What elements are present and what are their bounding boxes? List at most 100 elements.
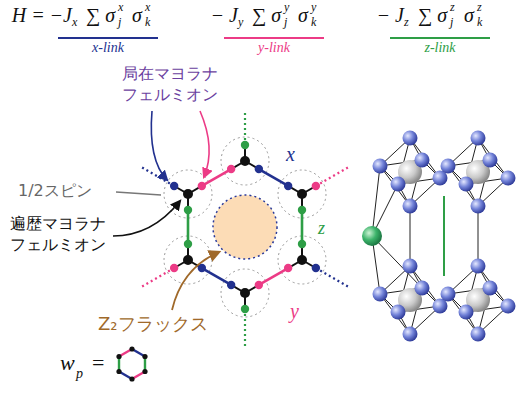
subscript: y: [238, 16, 243, 30]
superscript: x: [145, 1, 150, 15]
link-label: y-link: [258, 40, 290, 56]
itinerant-majorana: [240, 156, 250, 166]
x-underline: [58, 37, 158, 39]
leader-arrow: [151, 111, 167, 180]
localized-majorana: [298, 240, 306, 248]
icon-site: [116, 369, 121, 374]
ligand-ion: [403, 199, 418, 214]
superscript: z: [477, 1, 482, 15]
subscript: j: [118, 16, 121, 30]
leader-arrow: [200, 111, 209, 177]
z2-flux-disc: [213, 195, 277, 259]
formula-term: σ: [298, 4, 308, 27]
outer-bond: [244, 309, 246, 349]
itinerant-majorana: [183, 255, 193, 265]
subscript: j: [450, 16, 453, 30]
outer-bond: [244, 112, 246, 145]
bond: [301, 210, 304, 244]
formula-term: ∑ σ: [418, 4, 447, 27]
itinerant-majorana: [297, 189, 307, 199]
subscript: x: [72, 16, 77, 30]
formula-term: σ: [132, 4, 142, 27]
outer-bond: [316, 268, 351, 288]
formula-term: ∑ σ: [86, 4, 115, 27]
spin-circle: [221, 137, 269, 185]
spin-circle: [221, 269, 269, 317]
subscript: j: [284, 16, 287, 30]
localized-majorana: [198, 182, 206, 190]
bond: [259, 169, 288, 186]
ligand-ion: [471, 131, 486, 146]
formula-term: H = −J: [12, 4, 72, 27]
bond-label: y: [290, 300, 299, 323]
formula-term: σ: [464, 4, 474, 27]
lattice-edge: [372, 236, 422, 288]
ligand-ion: [403, 259, 418, 274]
localized-majorana: [227, 165, 235, 173]
spin-circle: [278, 236, 326, 284]
formula-term: − J: [211, 4, 238, 27]
icon-site: [142, 354, 147, 359]
formula-term: w: [60, 350, 75, 375]
ligand-ion: [459, 177, 474, 192]
subscript: p: [76, 366, 83, 382]
localized-majorana: [255, 165, 263, 173]
leader-arrow: [172, 252, 219, 310]
ligand-ion: [391, 177, 406, 192]
callout-label: 遍歴マヨラナ フェルミオン: [6, 214, 110, 256]
leader-arrow: [113, 201, 180, 236]
bond-label: z: [318, 218, 325, 239]
localized-majorana: [184, 206, 192, 214]
superscript: y: [284, 1, 289, 15]
bond: [187, 210, 190, 244]
localized-majorana: [298, 206, 306, 214]
outer-bond: [140, 166, 175, 186]
z-underline: [390, 37, 490, 39]
ligand-ion: [373, 159, 388, 174]
subscript: k: [311, 16, 316, 30]
icon-site: [116, 354, 121, 359]
plaquette-icon: [116, 346, 147, 381]
localized-majorana: [284, 264, 292, 272]
ligand-ion: [501, 299, 516, 314]
callout-label: Z₂フラックス: [98, 314, 208, 335]
localized-majorana: [312, 182, 320, 190]
localized-majorana: [241, 141, 249, 149]
itinerant-majorana: [297, 255, 307, 265]
formula-term: − J: [377, 4, 404, 27]
ligand-ion: [441, 159, 456, 174]
ligand-ion: [471, 199, 486, 214]
ligand-ion: [471, 259, 486, 274]
itinerant-majorana: [240, 288, 250, 298]
ligand-ion: [471, 327, 486, 342]
center-ion: [362, 226, 382, 246]
subscript: k: [145, 16, 150, 30]
icon-site: [129, 376, 134, 381]
superscript: y: [311, 1, 316, 15]
ligand-ion: [501, 171, 516, 186]
localized-majorana: [170, 182, 178, 190]
ligand-ion: [415, 153, 430, 168]
spin-circle: [278, 170, 326, 218]
crystal-structure: [362, 131, 516, 342]
formula-term: =: [92, 350, 104, 375]
superscript: x: [118, 1, 123, 15]
ligand-ion: [403, 131, 418, 146]
bond-label: x: [286, 143, 295, 166]
ligand-ion: [415, 281, 430, 296]
lattice-edge: [372, 166, 380, 236]
outer-bond: [140, 268, 175, 288]
localized-majorana: [184, 240, 192, 248]
lattice-edge: [410, 206, 411, 266]
ligand-ion: [391, 305, 406, 320]
ligand-ion: [459, 305, 474, 320]
link-label: z-link: [424, 40, 455, 56]
localized-majorana: [312, 264, 320, 272]
formula-term: ∑ σ: [252, 4, 281, 27]
localized-majorana: [255, 281, 263, 289]
leader-line: [116, 192, 161, 195]
